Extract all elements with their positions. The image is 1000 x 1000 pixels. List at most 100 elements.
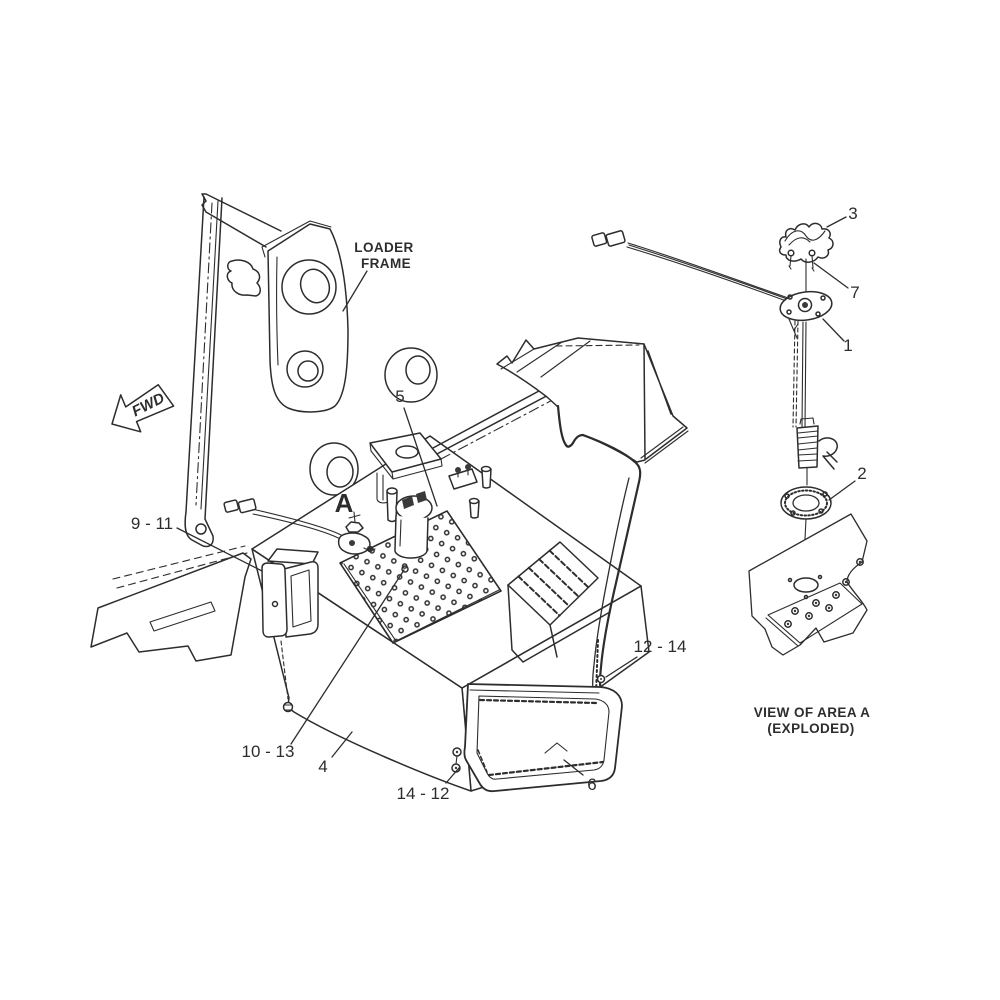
pin-right-upper: [481, 468, 492, 489]
leader-part14-12: [445, 767, 460, 784]
leader-part6: [563, 759, 584, 776]
leader-part10-13: [290, 569, 405, 745]
plate-bolt-1-dot: [858, 560, 862, 564]
side-bracket-front-panel: [261, 562, 288, 638]
frame-lift-arm: [185, 196, 223, 520]
pin-right-lower: [469, 500, 480, 519]
labels: LOADER FRAME A 3 7 1 2 5 9 - 11 10 - 13 …: [131, 204, 870, 803]
gasket-hole-1: [784, 493, 790, 499]
exploded-connector-a: [591, 232, 608, 247]
callout-4: 4: [318, 757, 327, 776]
upper-step-grate: [507, 541, 611, 663]
fwd-arrow-outline: [111, 383, 175, 433]
fender-top-panel: [496, 337, 646, 463]
leader-part3: [826, 216, 847, 228]
cap-screw-left-shaft: [788, 255, 792, 270]
sender-terminal-right: [416, 491, 427, 503]
leader-part10-13-target: [401, 565, 409, 573]
callout-7: 7: [850, 283, 859, 302]
step-tray-notch: [544, 742, 568, 754]
mount-bracket-hole: [395, 445, 419, 459]
fender-fold-lines: [500, 340, 591, 378]
step-bolt-stem: [455, 755, 458, 765]
fender-edge-serration: [595, 639, 599, 695]
frame-plate: [267, 223, 349, 413]
plate-bolt-5: [832, 591, 840, 599]
rail-lines: [432, 383, 557, 456]
junction-block: [448, 468, 478, 490]
plate-bolt-2-dot: [844, 580, 848, 584]
grate-serrations: [517, 549, 590, 617]
rear-fender: [496, 337, 689, 710]
hub-right-outer: [384, 347, 438, 403]
elbow-fitting-nipple: [366, 545, 374, 553]
label-loader-frame-line1: LOADER: [354, 240, 413, 255]
frame-boss-lower: [286, 350, 324, 388]
fender-right-panel: [643, 343, 688, 460]
mount-hole-screw-3: [803, 594, 809, 600]
cap-screw-right-shaft: [811, 255, 815, 272]
frame-rails: [432, 383, 561, 460]
callout-6: 6: [587, 775, 596, 794]
frame-lift-arm-eye: [195, 523, 207, 535]
fender-outer-curve: [556, 404, 642, 710]
step-bolt-lower-dot: [454, 766, 458, 770]
step-assembly: [451, 683, 623, 793]
fuel-cap-wing: [784, 230, 826, 246]
grate-surface: [507, 541, 599, 626]
harness-cable: [251, 508, 344, 541]
step-tray-serration-top: [478, 698, 598, 705]
leader-part5: [403, 407, 438, 507]
sender-canister: [394, 515, 429, 559]
harness-connector-body-b: [237, 498, 257, 514]
mount-bracket-depth: [369, 442, 443, 480]
callout-2: 2: [857, 464, 866, 483]
pin-right-lower-top: [468, 497, 480, 505]
leader-part4: [331, 731, 353, 758]
hub-left-outer: [309, 442, 359, 496]
elbow-fitting-hex: [345, 521, 364, 533]
gasket-inner: [792, 494, 820, 512]
flange-strut: [788, 318, 799, 339]
callout-14-12: 14 - 12: [397, 784, 450, 803]
harness-connector-body-a: [223, 499, 240, 513]
cutaway-fender-left: [90, 545, 252, 662]
gasket-hole-3: [790, 510, 796, 516]
cutaway-plate-inner: [765, 582, 863, 647]
label-loader-frame-line2: FRAME: [361, 256, 411, 271]
cutaway-plate-bolts: [784, 558, 864, 628]
label-area-a: A: [335, 488, 354, 518]
rail-centerline: [440, 395, 561, 460]
side-bracket-pocket: [290, 569, 312, 628]
plate-bolt-4: [812, 599, 820, 607]
exploded-connector-b: [605, 230, 626, 247]
plate-bolt-6-dot: [786, 622, 790, 626]
mount-hole-screw-2: [817, 574, 823, 580]
junction-block-bolt-left: [455, 467, 461, 473]
leader-part9-11: [176, 527, 263, 572]
flange-hole-3: [820, 295, 826, 301]
tank-bottom-bolt: [282, 701, 294, 713]
leader-part7: [813, 262, 849, 289]
frame-beam: [201, 193, 282, 248]
tank-top-cutaway-plate: [748, 513, 868, 656]
frame-boss-upper-bore: [299, 268, 331, 304]
plate-bolt-5-dot: [834, 593, 838, 597]
frame-lift-arm-foot: [184, 511, 214, 548]
callout-10-13: 10 - 13: [242, 742, 295, 761]
mount-hole-screw-1: [787, 577, 793, 583]
bracket-bolt-upper-dot: [600, 678, 602, 680]
side-bracket-bolt: [271, 600, 279, 608]
sender-rod-left: [792, 320, 799, 428]
side-bracket-flange: [267, 548, 319, 565]
plate-bolt-8-dot: [827, 606, 831, 610]
side-bracket-assembly-dash: [280, 640, 289, 700]
tank-fittings: [223, 432, 492, 559]
callout-3: 3: [848, 204, 857, 223]
sender-terminal-left: [402, 496, 414, 509]
frame-plate-details: [261, 220, 332, 366]
leader-part2: [828, 480, 856, 501]
pin-left-top: [386, 487, 398, 495]
